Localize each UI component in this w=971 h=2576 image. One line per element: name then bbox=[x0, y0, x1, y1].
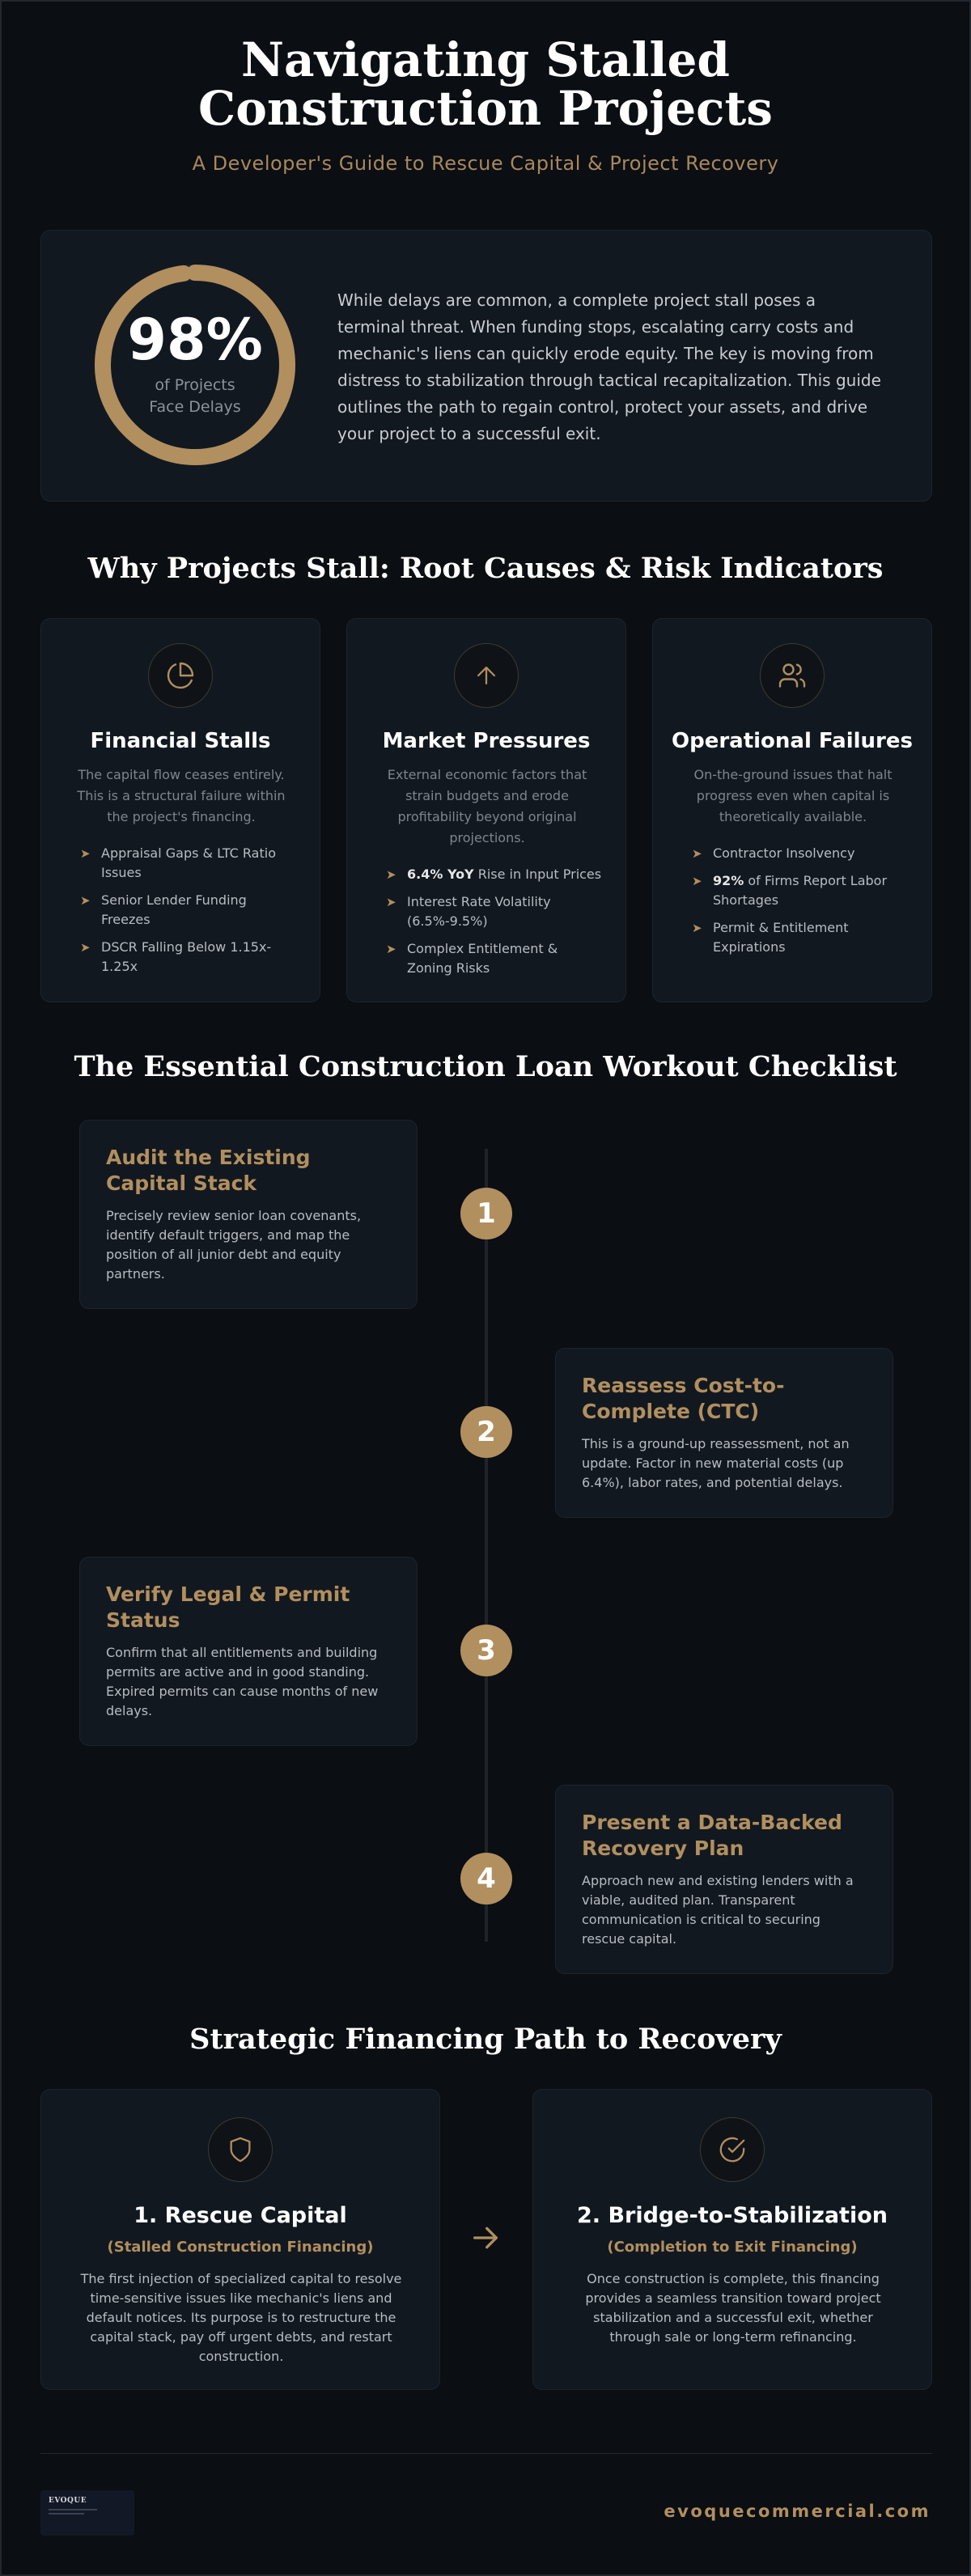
step-card-4: Present a Data-Backed Recovery Plan Appr… bbox=[555, 1785, 893, 1974]
list-item: ➤6.4% YoY Rise in Input Prices bbox=[386, 865, 603, 884]
page-subtitle: A Developer's Guide to Rescue Capital & … bbox=[192, 152, 779, 175]
stat-caption-line-2: Face Delays bbox=[149, 398, 241, 416]
step-description: Confirm that all entitlements and buildi… bbox=[106, 1645, 379, 1718]
page-title: Navigating Stalled Construction Projects bbox=[198, 32, 773, 136]
step-number-1: 1 bbox=[460, 1188, 512, 1239]
footer-website-link[interactable]: evoquecommercial.com bbox=[664, 2502, 931, 2521]
financing-card-title: 2. Bridge-to-Stabilization bbox=[577, 2203, 888, 2228]
logo-line bbox=[49, 2513, 84, 2515]
shield-icon bbox=[208, 2117, 273, 2182]
step-description: This is a ground-up reassessment, not an… bbox=[582, 1436, 850, 1490]
stat-caption-line-1: of Projects bbox=[155, 376, 235, 394]
financing-title: Strategic Financing Path to Recovery bbox=[189, 2023, 782, 2056]
footer-divider bbox=[40, 2453, 932, 2454]
logo-line bbox=[49, 2509, 97, 2510]
cause-description: On-the-ground issues that halt progress … bbox=[693, 767, 893, 824]
chevron-right-icon: ➤ bbox=[692, 921, 702, 935]
chevron-right-icon: ➤ bbox=[386, 895, 396, 909]
step-description: Precisely review senior loan covenants, … bbox=[106, 1208, 362, 1282]
financing-card-bridge: 2. Bridge-to-Stabilization (Completion t… bbox=[532, 2089, 932, 2390]
cause-card-market: Market Pressures External economic facto… bbox=[346, 618, 626, 1002]
chevron-right-icon: ➤ bbox=[386, 867, 396, 882]
step-card-1: Audit the Existing Capital Stack Precise… bbox=[79, 1120, 418, 1309]
progress-ring-icon bbox=[95, 265, 295, 465]
list-item: ➤Complex Entitlement & Zoning Risks bbox=[386, 941, 558, 976]
step-card-2: Reassess Cost-to-Complete (CTC) This is … bbox=[555, 1348, 893, 1518]
cause-description: External economic factors that strain bu… bbox=[387, 767, 587, 845]
stat-caption: of Projects Face Delays bbox=[93, 375, 297, 418]
step-title: Present a Data-Backed Recovery Plan bbox=[582, 1811, 842, 1860]
delay-stat-ring: 98% of Projects Face Delays bbox=[93, 263, 297, 467]
step-title: Verify Legal & Permit Status bbox=[106, 1582, 350, 1632]
chevron-right-icon: ➤ bbox=[692, 874, 702, 888]
cause-description: The capital flow ceases entirely. This i… bbox=[77, 767, 286, 824]
list-item: ➤Appraisal Gaps & LTC Ratio Issues bbox=[80, 845, 276, 880]
financing-card-rescue: 1. Rescue Capital (Stalled Construction … bbox=[40, 2089, 440, 2390]
financing-card-title: 1. Rescue Capital bbox=[134, 2203, 347, 2228]
chevron-right-icon: ➤ bbox=[80, 940, 91, 955]
cause-card-operational: Operational Failures On-the-ground issue… bbox=[652, 618, 932, 1002]
arrow-up-icon bbox=[454, 643, 519, 708]
root-causes-title: Why Projects Stall: Root Causes & Risk I… bbox=[87, 552, 884, 585]
list-item: ➤92% of Firms Report Labor Shortages bbox=[692, 873, 888, 908]
header: Navigating Stalled Construction Projects… bbox=[2, 2, 969, 175]
financing-card-description: Once construction is complete, this fina… bbox=[585, 2271, 881, 2345]
step-card-3: Verify Legal & Permit Status Confirm tha… bbox=[79, 1557, 418, 1746]
cause-list: ➤6.4% YoY Rise in Input Prices ➤Interest… bbox=[386, 865, 603, 986]
footer-logo[interactable]: EVOQUE bbox=[40, 2490, 134, 2536]
list-item: ➤Contractor Insolvency bbox=[692, 844, 909, 863]
timeline-line bbox=[485, 1149, 488, 1942]
cause-title: Operational Failures bbox=[672, 729, 913, 753]
step-number-4: 4 bbox=[460, 1853, 512, 1904]
cause-list: ➤Appraisal Gaps & LTC Ratio Issues ➤Seni… bbox=[80, 844, 297, 985]
chevron-right-icon: ➤ bbox=[386, 942, 396, 956]
list-item: ➤Senior Lender Funding Freezes bbox=[80, 892, 247, 927]
list-item: ➤Interest Rate Volatility (6.5%-9.5%) bbox=[386, 894, 551, 929]
step-description: Approach new and existing lenders with a… bbox=[582, 1873, 854, 1947]
cause-title: Financial Stalls bbox=[90, 729, 271, 753]
chevron-right-icon: ➤ bbox=[692, 846, 702, 861]
stat-value: 98% bbox=[127, 307, 263, 373]
list-item: ➤Permit & Entitlement Expirations bbox=[692, 920, 849, 955]
financing-card-subtitle: (Completion to Exit Financing) bbox=[607, 2239, 858, 2256]
check-circle-icon bbox=[700, 2117, 765, 2182]
step-number-2: 2 bbox=[460, 1406, 512, 1458]
progress-ring-arc bbox=[95, 265, 295, 465]
step-title: Reassess Cost-to-Complete (CTC) bbox=[582, 1374, 785, 1423]
list-item: ➤DSCR Falling Below 1.15x-1.25x bbox=[80, 939, 272, 974]
pie-chart-icon bbox=[148, 643, 213, 708]
arrow-right-icon bbox=[473, 2226, 498, 2249]
checklist-title: The Essential Construction Loan Workout … bbox=[74, 1050, 897, 1083]
chevron-right-icon: ➤ bbox=[80, 893, 91, 908]
step-title: Audit the Existing Capital Stack bbox=[106, 1146, 311, 1195]
intro-card: 98% of Projects Face Delays While delays… bbox=[40, 230, 932, 502]
chevron-right-icon: ➤ bbox=[80, 846, 91, 861]
logo-wordmark: EVOQUE bbox=[49, 2497, 87, 2505]
cause-card-financial: Financial Stalls The capital flow ceases… bbox=[40, 618, 320, 1002]
financing-card-description: The first injection of specialized capit… bbox=[80, 2271, 402, 2364]
intro-paragraph: While delays are common, a complete proj… bbox=[337, 290, 881, 443]
cause-title: Market Pressures bbox=[382, 729, 591, 753]
users-icon bbox=[760, 643, 825, 708]
step-number-3: 3 bbox=[460, 1625, 512, 1676]
cause-list: ➤Contractor Insolvency ➤92% of Firms Rep… bbox=[692, 844, 909, 965]
financing-card-subtitle: (Stalled Construction Financing) bbox=[107, 2239, 374, 2256]
